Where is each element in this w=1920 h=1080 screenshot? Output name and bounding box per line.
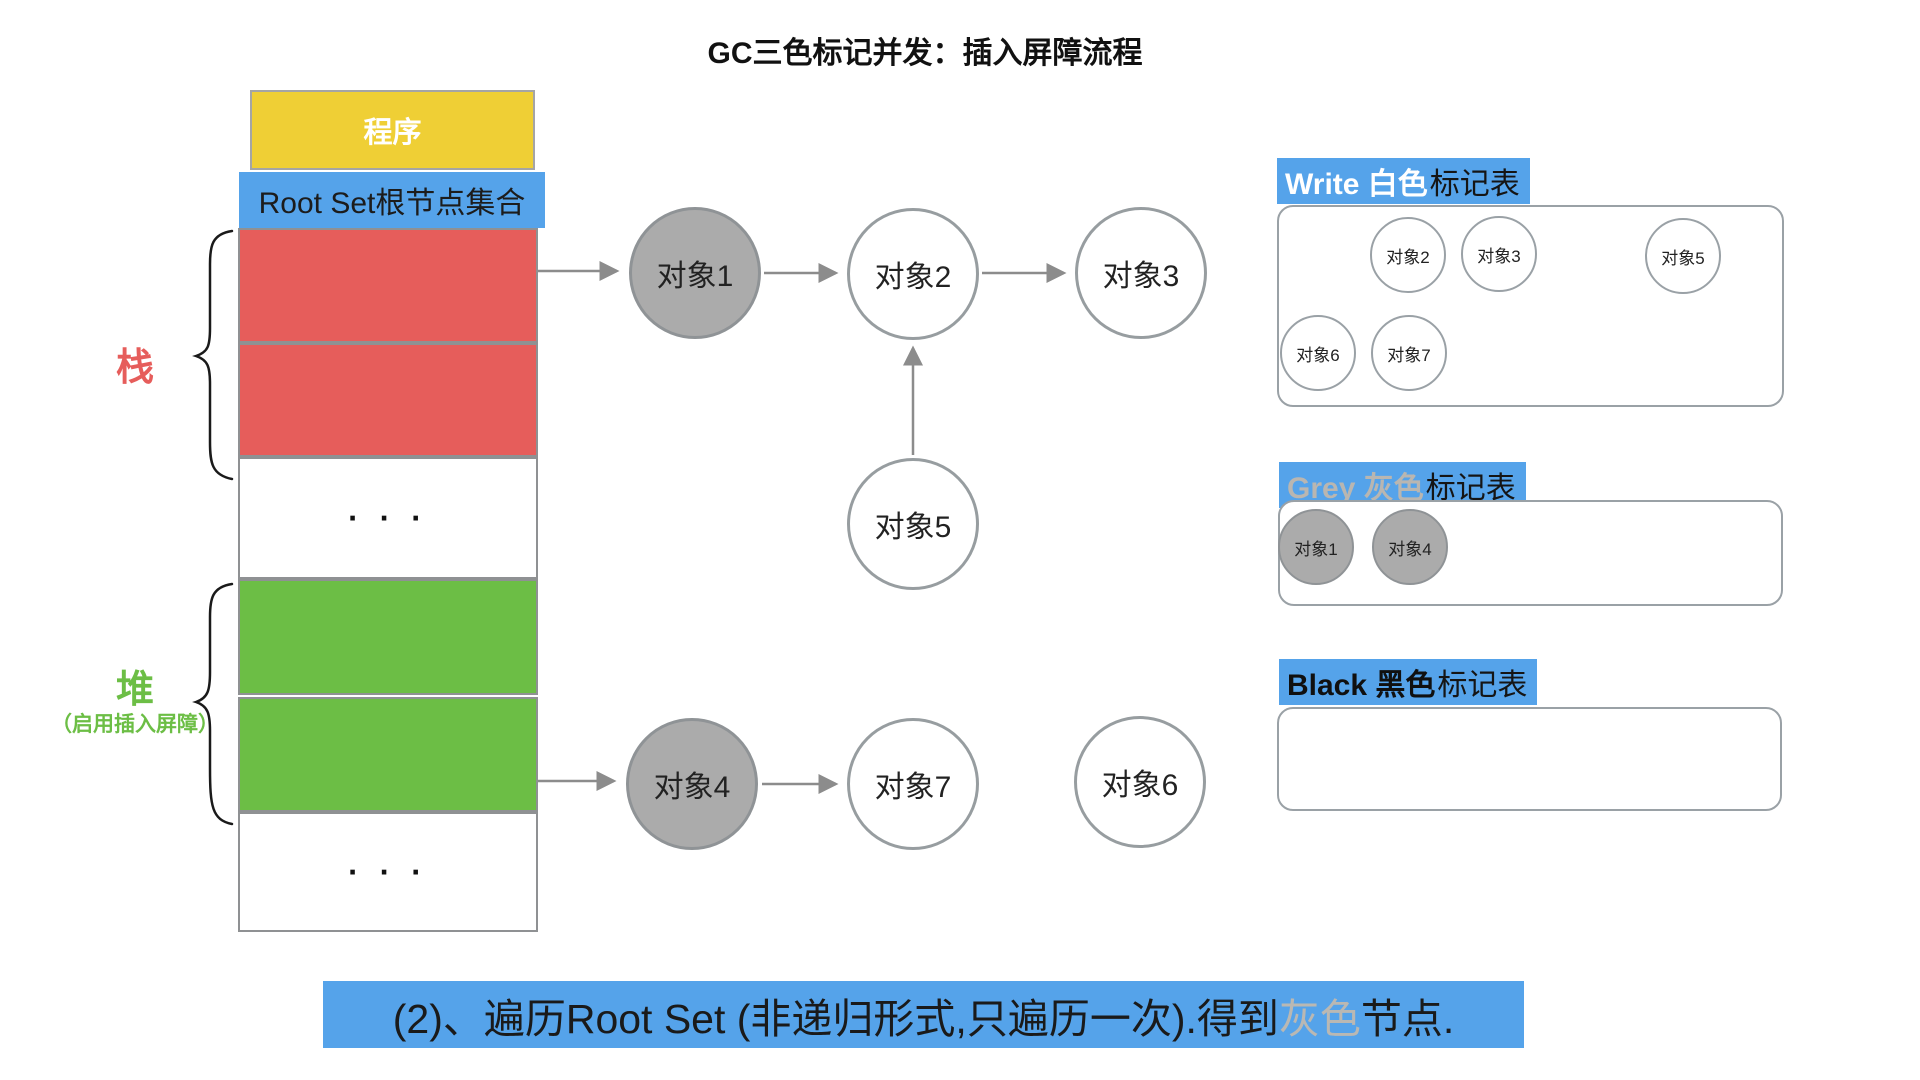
graph-node-label: 对象1: [656, 260, 734, 293]
table-node-label: 对象4: [1388, 539, 1432, 559]
table-node-label: 对象1: [1294, 539, 1338, 559]
caption-bar: (2)、遍历Root Set (非递归形式,只遍历一次).得到灰色节点.: [323, 981, 1524, 1048]
graph-node-obj3: 对象3: [1075, 207, 1207, 339]
graph-node-label: 对象6: [1101, 769, 1179, 802]
heap-label: 堆: [115, 669, 154, 711]
grey-table-node-obj1: 对象1: [1278, 509, 1354, 585]
graph-node-obj7: 对象7: [847, 718, 979, 850]
caption-highlight: 灰色: [1278, 995, 1361, 1042]
page-title: GC三色标记并发：插入屏障流程: [707, 37, 1143, 70]
table-node-label: 对象3: [1477, 246, 1521, 266]
heap-brace: [192, 582, 234, 826]
root-set-bar: Root Set根节点集合: [239, 172, 545, 228]
caption-text-before: (2)、遍历Root Set (非递归形式,只遍历一次).得到: [392, 995, 1279, 1042]
table-node-label: 对象6: [1296, 345, 1340, 365]
graph-node-obj2: 对象2: [847, 208, 979, 340]
heap-cell-green-2: [238, 697, 538, 812]
graph-node-label: 对象2: [874, 261, 952, 294]
program-label: 程序: [363, 117, 422, 149]
black-table-title-en: Black 黑色: [1287, 669, 1436, 702]
graph-node-obj1: 对象1: [629, 207, 761, 339]
ellipsis-text: · · ·: [348, 499, 428, 536]
grey-table-title-cn: 标记表: [1425, 472, 1516, 505]
ellipsis-text: · · ·: [348, 853, 428, 890]
grey-table-box: [1278, 500, 1783, 606]
caption-text-after: 节点.: [1360, 995, 1455, 1042]
graph-node-obj6: 对象6: [1074, 716, 1206, 848]
white-table-header: Write 白色标记表: [1277, 158, 1530, 204]
root-set-label: Root Set根节点集合: [258, 187, 526, 220]
table-node-label: 对象7: [1387, 345, 1431, 365]
white-table-node-obj6: 对象6: [1280, 315, 1356, 391]
black-table-header: Black 黑色标记表: [1279, 659, 1538, 705]
grey-table-title-en: Grey 灰色: [1287, 472, 1424, 505]
white-table-node-obj7: 对象7: [1371, 315, 1447, 391]
graph-node-label: 对象5: [874, 511, 952, 544]
table-node-label: 对象5: [1661, 248, 1705, 268]
stack-brace: [192, 229, 234, 481]
graph-node-label: 对象4: [653, 771, 731, 804]
graph-node-label: 对象3: [1102, 260, 1180, 293]
heap-cell-green-1: [238, 579, 538, 695]
graph-node-obj4: 对象4: [626, 718, 758, 850]
white-table-node-obj3: 对象3: [1461, 216, 1537, 292]
white-table-node-obj5: 对象5: [1645, 218, 1721, 294]
stack-label: 栈: [115, 347, 154, 389]
stack-ellipsis-cell: · · ·: [238, 457, 538, 579]
stack-cell-red-2: [238, 343, 538, 457]
black-table-title-cn: 标记表: [1437, 669, 1528, 702]
heap-sublabel: （启用插入屏障）: [51, 713, 219, 736]
grey-table-node-obj4: 对象4: [1372, 509, 1448, 585]
heap-ellipsis-cell: · · ·: [238, 812, 538, 932]
program-box: 程序: [250, 90, 535, 170]
stack-cell-red-1: [238, 228, 538, 343]
graph-node-obj5: 对象5: [847, 458, 979, 590]
graph-node-label: 对象7: [874, 771, 952, 804]
white-table-node-obj2: 对象2: [1370, 217, 1446, 293]
white-table-title-cn: 标记表: [1429, 168, 1520, 201]
table-node-label: 对象2: [1386, 247, 1430, 267]
black-table-box: [1277, 707, 1782, 811]
white-table-title-en: Write 白色: [1285, 168, 1428, 201]
